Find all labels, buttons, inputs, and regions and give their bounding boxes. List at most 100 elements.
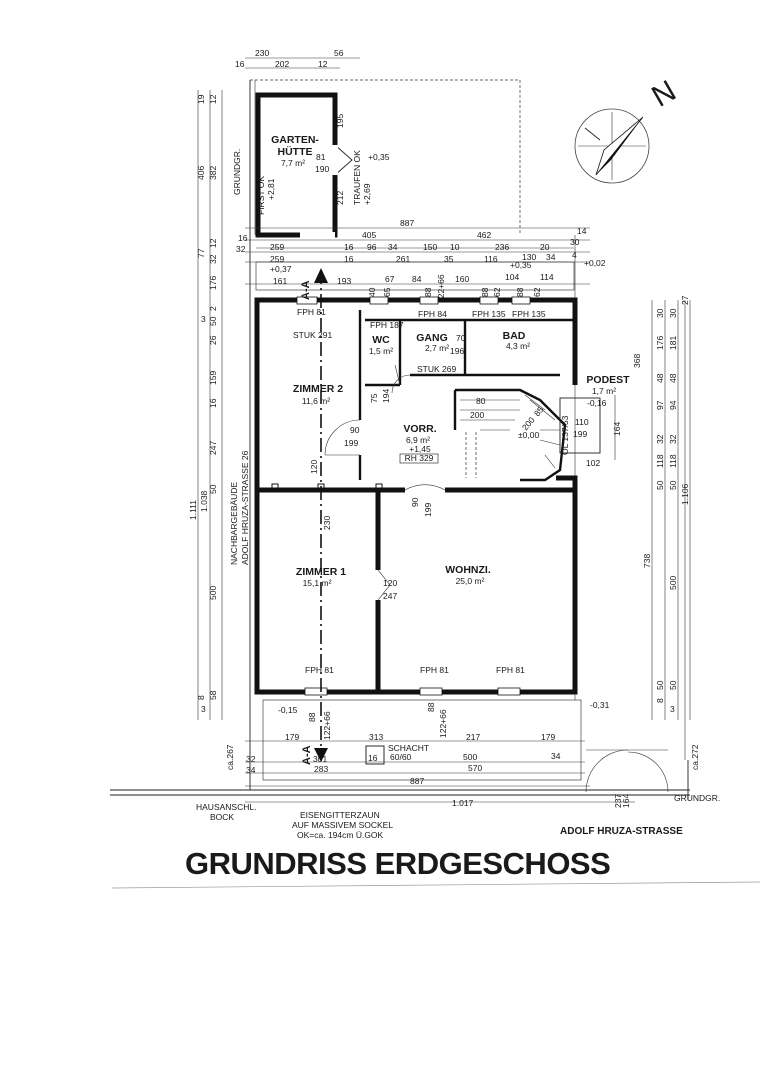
dim: 12	[208, 94, 218, 104]
dim: 50	[208, 484, 218, 494]
dim: 94	[668, 400, 678, 410]
dim: 77	[196, 248, 206, 258]
room-area-zimmer1: 15,1 m²	[303, 578, 332, 588]
dim: 462	[477, 230, 491, 240]
dim: 16	[344, 242, 354, 252]
section-label-bottom: A-A	[301, 745, 313, 765]
dim: 1.038	[199, 490, 209, 512]
dim: 118	[655, 454, 665, 468]
rh-label: RH 329	[405, 453, 434, 463]
dim: 16	[238, 233, 248, 243]
dim: 202	[275, 59, 289, 69]
house-walls	[254, 297, 601, 695]
dim: 34	[246, 765, 256, 775]
label-grundgr-right: GRUNDGR.	[674, 793, 720, 803]
label-zaun-1: EISENGITTERZAUN	[300, 810, 380, 820]
dim: 97	[655, 400, 665, 410]
dim: 88	[515, 287, 525, 297]
level-031: -0,31	[590, 700, 610, 710]
dim: 199	[423, 503, 433, 517]
dim: 368	[632, 354, 642, 368]
dim: 70	[456, 333, 466, 343]
dim: 19	[196, 94, 206, 104]
dim: 20	[540, 242, 550, 252]
dim: 40	[367, 287, 377, 297]
dim: 12	[318, 59, 328, 69]
dim: 190	[315, 164, 329, 174]
dim: 48	[668, 373, 678, 383]
room-area-zimmer2: 11,6 m²	[302, 396, 330, 406]
dim: 247	[383, 591, 397, 601]
dim: 301	[313, 754, 327, 764]
dim: 161	[273, 276, 287, 286]
dim: 35	[444, 254, 454, 264]
stuk-291: STUK 291	[293, 330, 332, 340]
label-first-ok: FIRST OK	[256, 176, 266, 215]
dim: 500	[208, 586, 218, 600]
dim: 16	[235, 59, 245, 69]
dim: 34	[551, 751, 561, 761]
level-000: ±0,00	[518, 430, 539, 440]
dim: 1.106	[680, 483, 690, 505]
dim: 212	[335, 191, 345, 205]
room-area-gartenhuette: 7,7 m²	[281, 158, 305, 168]
dim: 32	[208, 254, 218, 264]
level-vorraum: +1,45	[409, 444, 431, 454]
room-name-bad: BAD	[503, 330, 526, 342]
room-area-vorraum: 6,9 m²	[406, 435, 430, 445]
dim: 236	[495, 242, 509, 252]
label-hausanschl-2: BOCK	[210, 812, 234, 822]
dim: 179	[541, 732, 555, 742]
fph-187: FPH 187	[370, 320, 404, 330]
dim: 382	[208, 166, 218, 180]
dim: 10	[450, 242, 460, 252]
dim: 96	[367, 242, 377, 252]
dim: 196	[450, 346, 464, 356]
dim: 118	[668, 454, 678, 468]
dim: 3	[670, 704, 675, 714]
room-area-wohnzimmer: 25,0 m²	[456, 576, 485, 586]
dim: 16	[344, 254, 354, 264]
dim: 122+66	[436, 274, 446, 303]
dim: 237	[613, 794, 623, 808]
dim: 50	[655, 480, 665, 490]
dim: 199	[573, 429, 587, 439]
level-002: +0,02	[584, 258, 606, 268]
dim: 2	[208, 306, 218, 311]
dim: 75	[369, 393, 379, 403]
dim: 179	[285, 732, 299, 742]
dim: 32	[246, 754, 256, 764]
room-name-gartenhuette-1: GARTEN-	[271, 134, 319, 146]
dim: 32	[236, 244, 246, 254]
dim: 130	[522, 252, 536, 262]
dim: 122+66	[322, 711, 332, 740]
fph-81-z2: FPH 81	[297, 307, 326, 317]
dim: 181	[668, 336, 678, 350]
dim: 84	[412, 274, 422, 284]
dim: 122+66	[438, 709, 448, 738]
dim: 81	[316, 152, 326, 162]
dim: 259	[270, 254, 284, 264]
dim: 116	[484, 254, 498, 264]
room-name-wohnzimmer: WOHNZI.	[445, 564, 491, 576]
dim: 14	[577, 226, 587, 236]
dim: 58	[208, 690, 218, 700]
dim: 30	[668, 308, 678, 318]
dim: 88	[423, 287, 433, 297]
dim: 150	[423, 242, 437, 252]
dim: 3	[201, 314, 206, 324]
north-label: N	[646, 74, 681, 113]
room-name-zimmer1: ZIMMER 1	[296, 566, 346, 578]
dim: 50	[655, 680, 665, 690]
dim: 193	[337, 276, 351, 286]
fph-84: FPH 84	[418, 309, 447, 319]
dim: 48	[655, 373, 665, 383]
fph-81-z1: FPH 81	[305, 665, 334, 675]
dim: 62	[532, 287, 542, 297]
neighbor-line1: NACHBARGEBÄUDE	[229, 482, 239, 565]
street-label: ADOLF HRUZA-STRASSE	[560, 826, 683, 837]
room-name-wc: WC	[372, 334, 390, 346]
dim: 1.111	[188, 500, 198, 520]
dim: 500	[668, 576, 678, 590]
